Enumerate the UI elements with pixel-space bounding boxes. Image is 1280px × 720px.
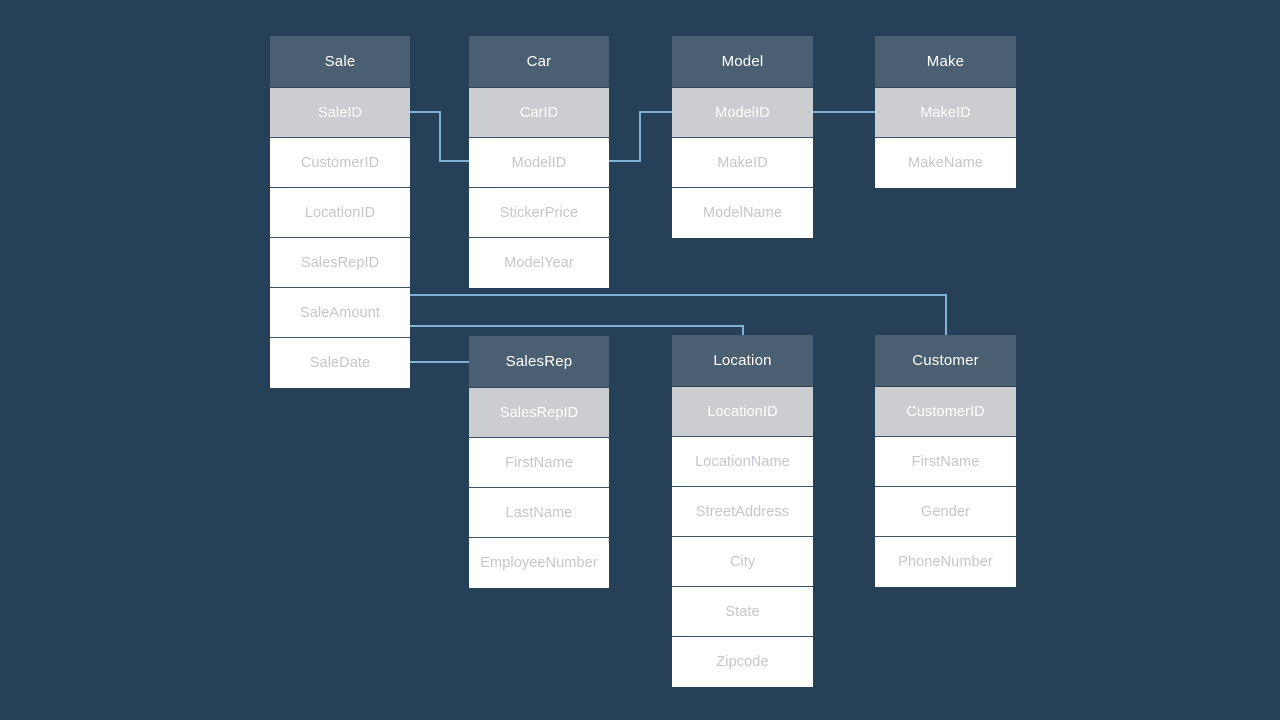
relationship-sale-customer xyxy=(406,294,947,337)
attribute-row-car-3[interactable]: ModelYear xyxy=(469,238,609,288)
primary-key-row-sale-0[interactable]: SaleID xyxy=(270,88,410,138)
attribute-row-location-4[interactable]: State xyxy=(672,587,813,637)
entity-header-sale: Sale xyxy=(270,36,410,88)
attribute-row-location-2[interactable]: StreetAddress xyxy=(672,487,813,537)
attribute-row-salesrep-2[interactable]: LastName xyxy=(469,488,609,538)
primary-key-row-car-0[interactable]: CarID xyxy=(469,88,609,138)
attribute-row-model-2[interactable]: ModelName xyxy=(672,188,813,238)
attribute-row-sale-2[interactable]: LocationID xyxy=(270,188,410,238)
attribute-row-sale-4[interactable]: SaleAmount xyxy=(270,288,410,338)
attribute-row-model-1[interactable]: MakeID xyxy=(672,138,813,188)
relationship-sale-car xyxy=(403,111,470,162)
entity-header-make: Make xyxy=(875,36,1016,88)
entity-header-car: Car xyxy=(469,36,609,88)
entity-header-customer: Customer xyxy=(875,335,1016,387)
attribute-row-location-3[interactable]: City xyxy=(672,537,813,587)
attribute-row-sale-3[interactable]: SalesRepID xyxy=(270,238,410,288)
primary-key-row-make-0[interactable]: MakeID xyxy=(875,88,1016,138)
primary-key-row-location-0[interactable]: LocationID xyxy=(672,387,813,437)
attribute-row-make-1[interactable]: MakeName xyxy=(875,138,1016,188)
attribute-row-salesrep-3[interactable]: EmployeeNumber xyxy=(469,538,609,588)
primary-key-row-salesrep-0[interactable]: SalesRepID xyxy=(469,388,609,438)
attribute-row-car-2[interactable]: StickerPrice xyxy=(469,188,609,238)
attribute-row-location-1[interactable]: LocationName xyxy=(672,437,813,487)
relationship-car-model xyxy=(605,111,673,162)
attribute-row-location-5[interactable]: Zipcode xyxy=(672,637,813,687)
entity-header-location: Location xyxy=(672,335,813,387)
attribute-row-customer-2[interactable]: Gender xyxy=(875,487,1016,537)
entity-header-model: Model xyxy=(672,36,813,88)
attribute-row-salesrep-1[interactable]: FirstName xyxy=(469,438,609,488)
attribute-row-customer-1[interactable]: FirstName xyxy=(875,437,1016,487)
entity-header-salesrep: SalesRep xyxy=(469,336,609,388)
attribute-row-customer-3[interactable]: PhoneNumber xyxy=(875,537,1016,587)
attribute-row-sale-1[interactable]: CustomerID xyxy=(270,138,410,188)
attribute-row-sale-5[interactable]: SaleDate xyxy=(270,338,410,388)
attribute-row-car-1[interactable]: ModelID xyxy=(469,138,609,188)
primary-key-row-customer-0[interactable]: CustomerID xyxy=(875,387,1016,437)
primary-key-row-model-0[interactable]: ModelID xyxy=(672,88,813,138)
